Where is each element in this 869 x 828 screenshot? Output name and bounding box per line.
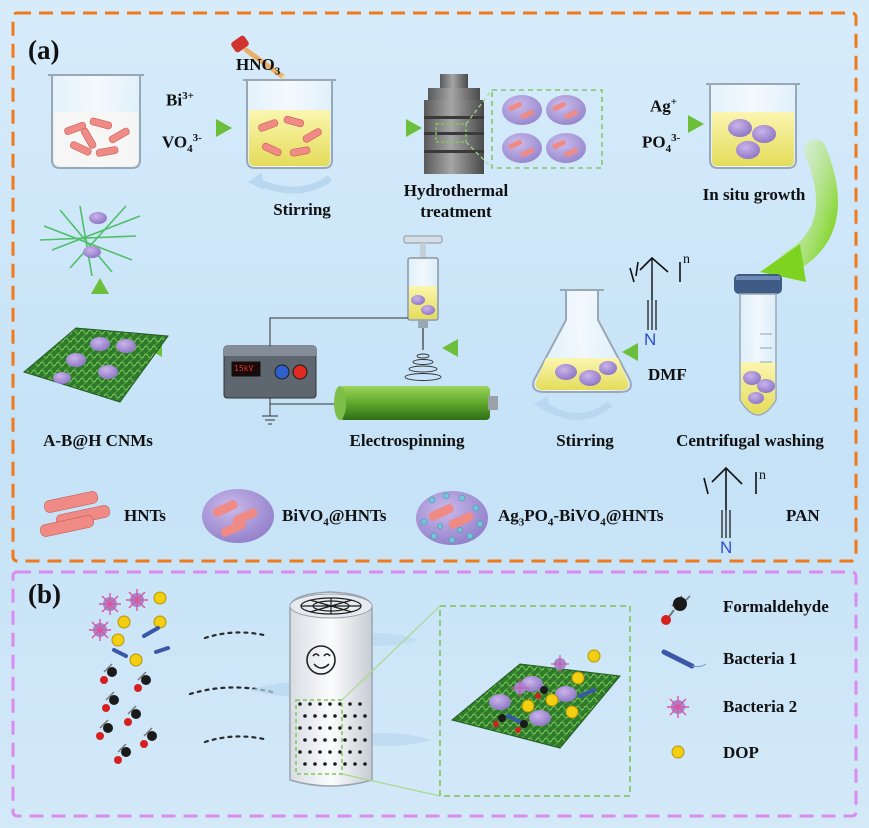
beaker-in-situ-icon (706, 83, 800, 169)
autoclave-icon (424, 74, 484, 174)
air-purifier-icon (289, 591, 373, 787)
collector-roller-icon (334, 386, 498, 420)
legend-bivo4-icon (202, 489, 274, 543)
syringe-icon (403, 235, 443, 350)
legend-pan-nitrogen: N (720, 538, 733, 557)
label-electrospinning: Electrospinning (349, 431, 465, 450)
reagent-po4: PO43- (642, 132, 681, 156)
smiley-face-icon (306, 645, 336, 675)
label-dmf: DMF (648, 365, 687, 384)
mat-abh-cnms-icon (22, 327, 169, 403)
legend-hnts-label: HNTs (124, 506, 166, 525)
stirring-arrow-bottom (543, 401, 613, 420)
label-hydrothermal-1: Hydrothermal (403, 181, 509, 200)
zoom-box-bivo4 (491, 89, 603, 169)
label-stirring-bottom: Stirring (556, 431, 614, 450)
dop-particle-icon (671, 745, 685, 759)
high-voltage-supply-icon (223, 345, 317, 399)
label-in-situ-growth: In situ growth (702, 185, 806, 204)
legend-pan-label: PAN (786, 506, 820, 525)
label-stirring-top: Stirring (273, 200, 331, 219)
curved-arrow-to-tube (779, 139, 838, 273)
legend-dop-label: DOP (723, 743, 759, 762)
label-abh-cnms: A-B@H CNMs (43, 431, 153, 450)
beaker-mixing-icon (243, 79, 336, 169)
stirring-arrow-top (256, 175, 333, 194)
reagent-hno3: HNO3 (236, 55, 281, 78)
label-hydrothermal-2: treatment (420, 202, 492, 221)
centrifuge-tube-icon (734, 274, 782, 416)
legend-bacteria-1-label: Bacteria 1 (723, 649, 798, 668)
legend-formaldehyde-label: Formaldehyde (723, 597, 829, 616)
legend-bivo4-label: BiVO4@HNTs (282, 506, 387, 529)
legend-pan-n: n (759, 468, 766, 483)
reagent-ag: Ag+ (650, 96, 678, 116)
legend-ag3po4-label: Ag3PO4-BiVO4@HNTs (498, 506, 664, 529)
beaker-hnts-icon (48, 74, 144, 169)
label-centrifugal-washing: Centrifugal washing (676, 431, 824, 450)
legend-hnts-icon (39, 491, 111, 537)
zoom-box-filter (439, 605, 631, 797)
panel-b-tag: (b) (28, 579, 61, 609)
bivo4-hnts-particles (502, 95, 586, 163)
dropper-icon (231, 35, 291, 110)
pan-structure-a (629, 256, 681, 330)
flask-icon (532, 289, 632, 393)
reagent-bi3: Bi3+ (166, 90, 194, 110)
fiber-jet (404, 353, 442, 381)
hv-display-readout: 15kV (234, 364, 254, 373)
reagent-vo4: VO43- (162, 132, 202, 156)
pan-n-a: n (683, 252, 690, 267)
fan-grille-icon (300, 597, 362, 615)
pan-nitrogen-a: N (644, 330, 657, 349)
legend-pan-structure (703, 466, 757, 538)
purifier-vent-holes (298, 702, 367, 766)
panel-a-border (11, 11, 858, 563)
bacteria-spiky-icon (667, 696, 689, 718)
pollutants-left (89, 589, 170, 764)
panel-a-tag: (a) (28, 35, 60, 65)
legend-bacteria-2-label: Bacteria 2 (723, 697, 798, 716)
bacteria-rod-icon (661, 649, 707, 669)
nanofiber-network-icon (39, 205, 141, 277)
panel-b-border (11, 570, 858, 818)
formaldehyde-icon (661, 595, 691, 625)
formaldehyde-molecules (96, 663, 157, 764)
bacteria-spiky-icon (99, 593, 121, 615)
zoomed-filter-mat-icon (450, 649, 621, 749)
legend-ag3po4-bivo4-icon (416, 491, 488, 545)
